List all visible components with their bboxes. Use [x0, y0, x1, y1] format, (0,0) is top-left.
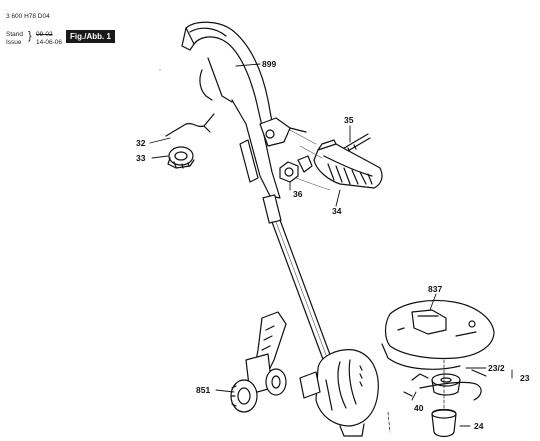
part-label-34: 34 — [332, 206, 342, 216]
brace-glyph: } — [28, 30, 32, 42]
handle-clamp — [259, 117, 307, 147]
part-label-837: 837 — [428, 284, 443, 294]
spool-cup — [431, 408, 457, 438]
wire-clip — [165, 113, 215, 137]
guard — [381, 299, 495, 370]
doc-number: 3 600 H78 D04 — [6, 13, 50, 20]
spool-cap — [431, 373, 461, 396]
part-label-23: 23 — [520, 373, 530, 383]
part-label-24: 24 — [474, 421, 484, 431]
part-label-36: 36 — [293, 189, 303, 199]
nut — [279, 155, 313, 183]
figure-label: Fig./Abb. 1 — [66, 30, 115, 43]
part-label-32: 32 — [136, 138, 146, 148]
spring-clip — [403, 373, 429, 397]
stand-date-struck: 09-02 — [36, 31, 53, 38]
motor-housing — [299, 349, 379, 437]
part-label-851: 851 — [196, 385, 211, 395]
upper-shaft — [231, 99, 282, 224]
top-handle — [181, 21, 273, 127]
aux-handle — [313, 139, 383, 189]
part-label-899: 899 — [262, 59, 277, 69]
part-label-40: 40 — [414, 403, 424, 413]
wheel-left — [230, 379, 258, 413]
wheel-right — [265, 368, 287, 396]
issue-label: Issue — [6, 39, 22, 46]
knob-nut — [167, 146, 195, 169]
part-label-33: 33 — [136, 153, 146, 163]
main-shaft — [271, 219, 333, 363]
trimmer-line — [419, 369, 487, 401]
stand-label: Stand — [6, 31, 23, 38]
issue-date: 14-06-06 — [36, 39, 63, 46]
part-label-23-2: 23/2 — [488, 363, 505, 373]
part-label-35: 35 — [344, 115, 354, 125]
